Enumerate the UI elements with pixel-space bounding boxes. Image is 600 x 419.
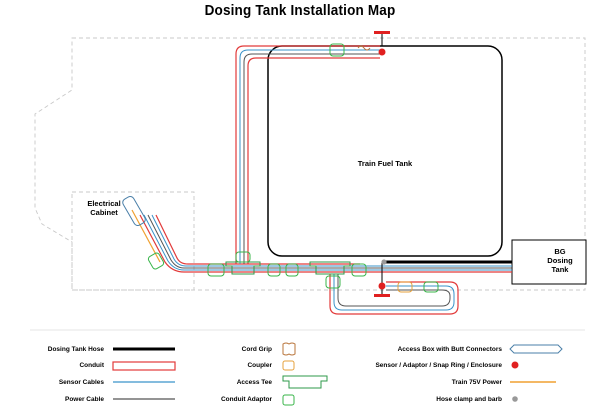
upper-run [235, 45, 380, 264]
sensor-dot-bottom [378, 282, 386, 290]
page-title: Dosing Tank Installation Map [204, 2, 396, 19]
top-sensor-assembly [329, 31, 390, 57]
main-run [139, 214, 512, 273]
bottom-sensor-assembly [374, 259, 439, 297]
conduit-adaptor-2 [267, 263, 281, 277]
conduit-adaptor-4 [351, 263, 367, 277]
legend-label: Access Tee [237, 379, 273, 386]
dosing-label-2: Dosing [547, 256, 573, 265]
legend-label: Sensor Cables [59, 379, 105, 386]
legend-label: Train 75V Power [452, 379, 503, 386]
legend-coupler-icon [282, 360, 295, 371]
dosing-label-3: Tank [552, 265, 570, 274]
legend-sensor-icon [511, 361, 519, 369]
conduit-adaptor-loop [325, 275, 341, 289]
legend-label: Sensor / Adaptor / Snap Ring / Enclosure [375, 362, 502, 369]
conduit-adaptor-bottom [423, 281, 439, 293]
coupler-bottom [397, 281, 413, 293]
conduit-adaptor-3 [285, 263, 299, 277]
train-outline [34, 37, 586, 291]
legend-label: Conduit Adaptor [221, 396, 272, 403]
conduit-adaptor-cabinet [147, 252, 165, 270]
legend-col-1: Dosing Tank Hose Conduit Sensor Cables P… [48, 346, 176, 403]
dosing-label-1: BG [554, 247, 565, 256]
fittings [122, 195, 367, 289]
legend-label: Conduit [79, 362, 104, 369]
legend-label: Coupler [247, 362, 272, 369]
legend-col-2: Cord Grip Coupler Access Tee Conduit Ada… [221, 342, 328, 406]
cable-runs [131, 45, 512, 315]
legend-access-tee-icon [282, 375, 328, 389]
bg-dosing-tank [511, 239, 587, 285]
cabinet-label-2: Cabinet [90, 208, 118, 217]
train-fuel-tank [267, 45, 503, 257]
conduit-adaptor-1 [207, 263, 225, 277]
legend-label: Power Cable [65, 396, 104, 403]
legend-cord-grip-icon [282, 342, 296, 356]
hose-clamp-barb [381, 259, 387, 265]
conduit-adaptor-up [235, 251, 251, 263]
legend-label: Cord Grip [242, 346, 272, 353]
cabinet-label-1: Electrical [87, 199, 120, 208]
legend-conduit-swatch [112, 361, 176, 371]
legend-label: Hose clamp and barb [436, 396, 502, 403]
legend-col-3: Access Box with Butt Connectors Sensor /… [375, 344, 563, 403]
legend-label: Access Box with Butt Connectors [398, 346, 503, 353]
legend-hose-clamp-icon [512, 396, 518, 402]
sensor-dot-top [378, 48, 386, 56]
access-tee-2 [309, 261, 351, 275]
access-box [122, 195, 146, 227]
legend-access-box-icon [509, 344, 563, 354]
conduit-adaptor-top [329, 43, 345, 57]
lower-loop [329, 274, 459, 315]
fuel-tank-label: Train Fuel Tank [358, 159, 413, 168]
access-tee-1 [225, 261, 261, 275]
cord-grip-top [357, 45, 371, 51]
legend-label: Dosing Tank Hose [48, 346, 105, 353]
legend-conduit-adaptor-icon [282, 394, 295, 406]
electrical-cabinet [71, 191, 195, 291]
